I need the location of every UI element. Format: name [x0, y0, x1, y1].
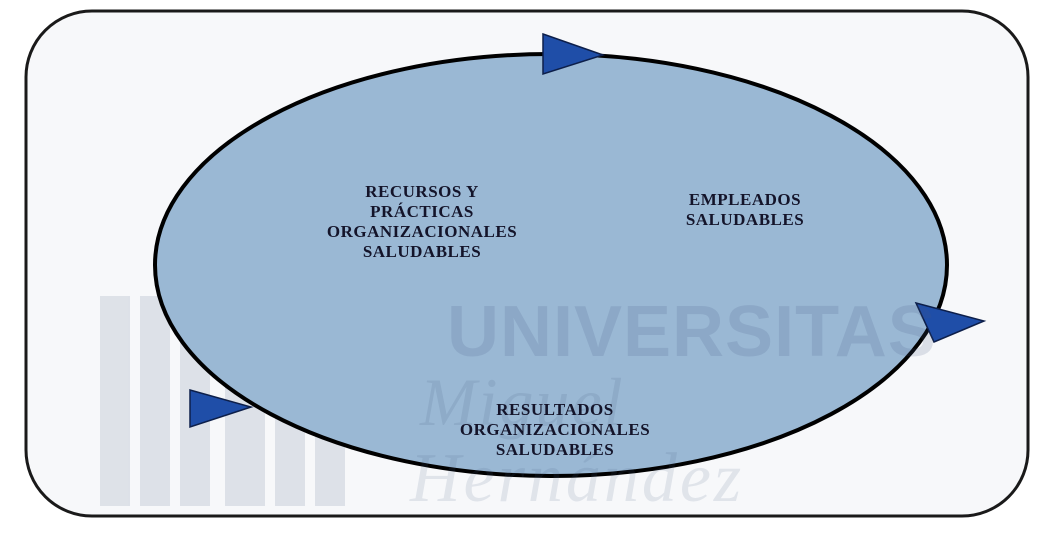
- node-empleados-saludables: EMPLEADOS SALUDABLES: [630, 190, 860, 230]
- node-recursos-line-4: SALUDABLES: [362, 242, 482, 261]
- cycle-arrow-right: [914, 301, 987, 343]
- node-empleados-line-2: SALUDABLES: [685, 210, 805, 229]
- node-empleados-line-1: EMPLEADOS: [688, 190, 802, 209]
- cycle-arrow-left: [189, 389, 254, 429]
- node-resultados-line-2: ORGANIZACIONALES: [459, 420, 651, 439]
- node-resultados-line-1: RESULTADOS: [496, 400, 614, 419]
- node-recursos-line-3: ORGANIZACIONALES: [326, 222, 518, 241]
- watermark-miguel: Miguel: [420, 364, 625, 440]
- node-recursos-line-2: PRÁCTICAS: [370, 202, 474, 221]
- node-resultados-organizacionales: RESULTADOS ORGANIZACIONALES SALUDABLES: [400, 400, 710, 460]
- node-recursos-line-1: RECURSOS Y: [365, 182, 479, 201]
- watermark-hernandez: Hernández: [410, 440, 745, 517]
- cycle-arrow-top: [542, 32, 606, 76]
- node-resultados-line-3: SALUDABLES: [495, 440, 615, 459]
- node-recursos-practicas: RECURSOS Y PRÁCTICAS ORGANIZACIONALES SA…: [262, 182, 582, 262]
- watermark-universitas: UNIVERSITAS: [447, 292, 937, 372]
